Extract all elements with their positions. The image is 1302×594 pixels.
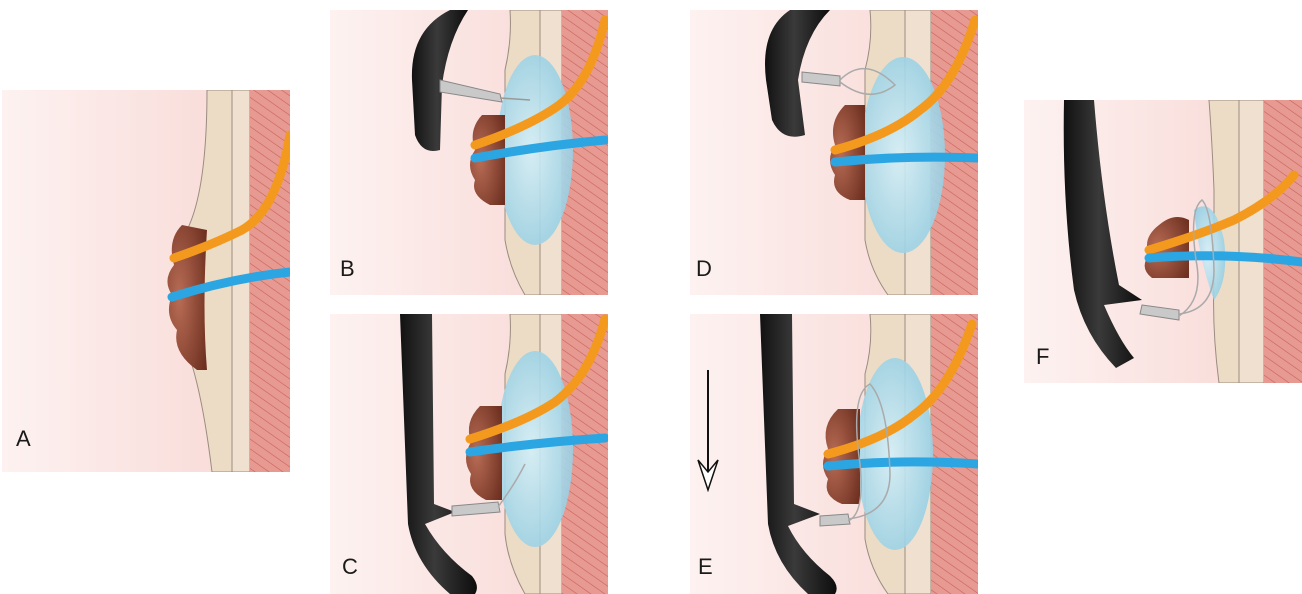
panel-label-f: F [1036,346,1049,368]
panel-c [330,314,608,594]
panel-label-b: B [340,258,355,280]
vein-vessel [835,157,978,162]
injection-cushion [857,358,933,550]
panel-b [330,10,608,295]
muscularis-inner [1239,100,1264,383]
panel-a-illustration [2,90,290,472]
panel-e-illustration [690,314,978,594]
panel-b-illustration [330,10,608,295]
panel-c-illustration [330,314,608,594]
panel-label-c: C [342,556,358,578]
panel-d [690,10,978,295]
panel-label-e: E [698,556,713,578]
panel-f [1024,100,1302,383]
panel-d-illustration [690,10,978,295]
panel-f-illustration [1024,100,1302,383]
panel-label-a: A [16,428,31,450]
panel-e [690,314,978,594]
down-arrow-icon [696,368,720,492]
panel-label-d: D [696,258,712,280]
snare-sheath [820,514,850,526]
muscle-layer [1264,100,1302,383]
panel-a [2,90,290,472]
vein-vessel [828,462,978,466]
